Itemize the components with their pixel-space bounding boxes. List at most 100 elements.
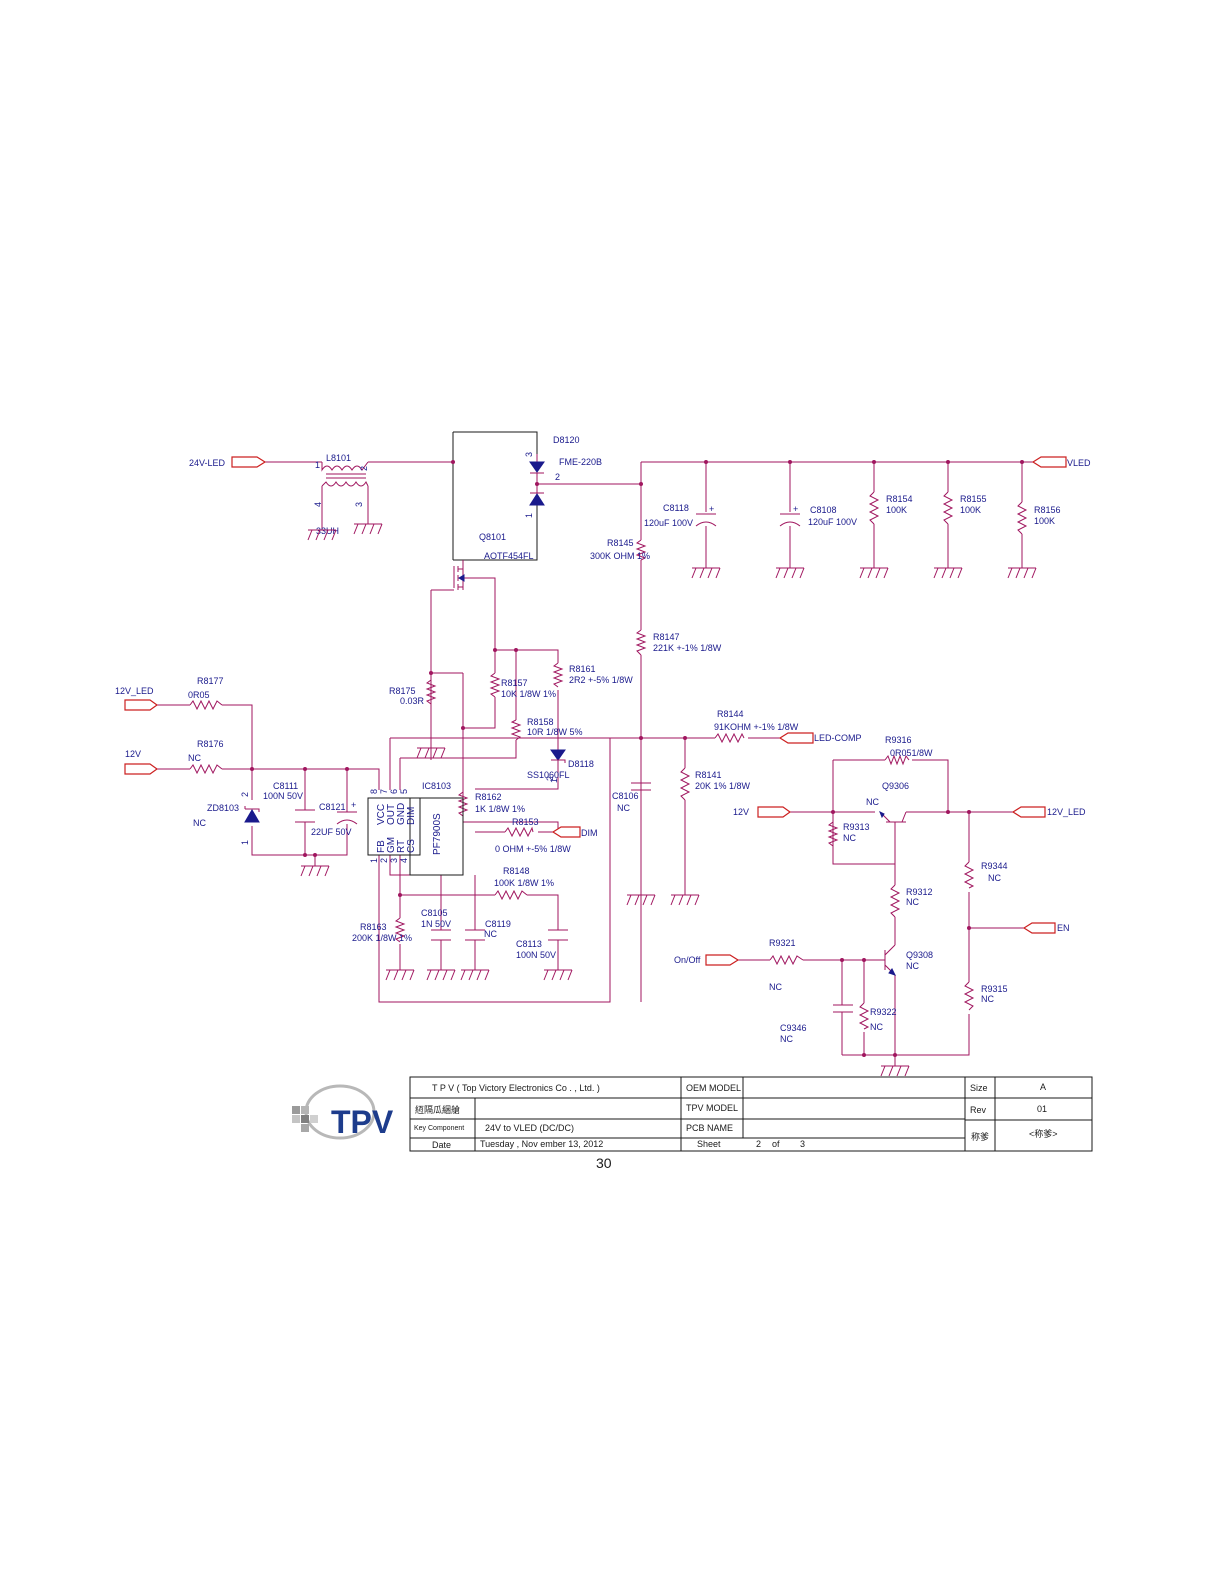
rev-label: Rev [970,1105,987,1115]
value: NC [870,1022,883,1032]
svg-text:+: + [709,504,714,514]
ref: R9344 [981,861,1008,871]
resistor-r8177: R8177 0R05 [188,676,224,711]
ref: R8154 [886,494,913,504]
resistor-r8163: R8163 200K 1/8W 1% [352,917,412,943]
value: 300K OHM 1% [590,551,650,561]
value: 91KOHM +-1% 1/8W [714,722,799,732]
value: 0R051/8W [890,748,933,758]
oem-model-label: OEM MODEL [686,1083,741,1093]
port-dim[interactable]: DIM [551,826,598,838]
cn-label: 称爹 [971,1131,989,1142]
resistor-r9344: R9344 NC [963,861,1008,889]
ground-symbols [300,523,1037,1077]
capacitor-c8119: C8119 NC [465,919,511,941]
capacitor-c8111: C8111 100N 50V [263,781,315,823]
pin-num-7: 7 [379,789,389,794]
resistor-r8145: R8145 300K OHM 1% [590,538,650,561]
value: 10K 1/8W 1% [501,689,556,699]
ref: C8118 [663,503,689,513]
capacitor-c8108: + C8108 120uF 100V [779,504,857,527]
resistor-r8162: R8162 1K 1/8W 1% [457,791,525,817]
diode-d8118: D8118 SS1060FL 2 1 [527,749,594,783]
pin-gm: GM [386,837,397,853]
port-12v-led-in[interactable]: 12V_LED [115,686,159,711]
ref: L8101 [326,453,351,463]
ref: R8162 [475,792,502,802]
ref: R8155 [960,494,987,504]
resistor-r8155: R8155 100K [942,491,987,525]
ref: IC8103 [422,781,451,791]
ref: Q9306 [882,781,909,791]
pin-dim: DIM [406,807,417,825]
pin-vcc: VCC [376,804,387,825]
pcb-name-label: PCB NAME [686,1123,733,1133]
pin-num: 1 [240,840,250,845]
ref: R8176 [197,739,224,749]
value: NC [843,833,856,843]
value: 1N 50V [421,919,451,929]
value: 200K 1/8W 1% [352,933,412,943]
resistor-r8161: R8161 2R2 +-5% 1/8W [552,662,633,688]
transistor-q9308: Q9308 NC [880,944,933,976]
value: 120uF 100V [644,518,693,528]
value: 22UF 50V [311,827,352,837]
company-name: T P V ( Top Victory Electronics Co . , L… [432,1083,600,1093]
value: 120uF 100V [808,517,857,527]
resistor-r9322: R9322 NC [858,1002,897,1032]
value: 1K 1/8W 1% [475,804,525,814]
tpv-model-label: TPV MODEL [686,1103,738,1113]
value: NC [193,818,206,828]
pin-fb: FB [376,840,387,853]
port-label: 12V_LED [115,686,154,696]
ref: R9321 [769,938,796,948]
capacitor-c8113: C8113 100N 50V [516,929,568,960]
port-12v-q[interactable]: 12V [733,806,792,818]
value: NC [981,994,994,1004]
resistor-r9315: R9315 NC [963,981,1008,1011]
resistor-r8148: R8148 100K 1/8W 1% [494,866,554,901]
ref: D8120 [553,435,580,445]
pin-num-1: 1 [369,858,379,863]
port-en[interactable]: EN [1022,922,1070,934]
port-12v-led-out[interactable]: 12V_LED [1011,806,1086,818]
port-label: EN [1057,923,1070,933]
capacitor-c8105: C8105 1N 50V [421,908,451,941]
ref: D8118 [568,759,594,769]
pin-num-4: 4 [399,858,409,863]
sheet-total: 3 [800,1139,805,1149]
ref: C8106 [612,791,639,801]
value: 100K [960,505,981,515]
capacitor-c9346: C9346 NC [780,1004,853,1044]
ref: C8111 [273,781,298,791]
resistor-r8147: R8147 221K +-1% 1/8W [635,629,722,656]
port-label: LED-COMP [814,733,862,743]
port-led-comp[interactable]: LED-COMP [778,732,862,744]
value: 10R 1/8W 5% [527,727,583,737]
ref: R8145 [607,538,634,548]
port-24v-led[interactable]: 24V-LED [189,456,267,468]
port-vled[interactable]: VLED [1031,456,1091,468]
zener-zd8103: ZD8103 NC 2 1 [193,792,260,845]
port-12v-in[interactable]: 12V [124,749,159,775]
ref: R9316 [885,735,912,745]
title-block: T P V ( Top Victory Electronics Co . , L… [409,1076,1093,1152]
port-label: 24V-LED [189,458,226,468]
resistor-r8176: R8176 NC [188,739,224,775]
value: NC [866,797,879,807]
sheet-of: of [772,1139,780,1149]
cn-value: <称爹> [1029,1128,1058,1139]
resistor-r8144: R8144 91KOHM +-1% 1/8W [714,709,799,744]
ic-ic8103: IC8103 PF7900S FB GM RT CS VCC OUT GND D… [367,781,464,876]
resistor-r8156: R8156 100K [1016,501,1061,535]
pin-num: 4 [313,502,323,507]
value: NC [484,929,497,939]
ref: C8108 [810,505,837,515]
size-label: Size [970,1083,988,1093]
diode-d8120: D8120 FME-220B 2 3 1 [524,435,602,518]
logo-text: TPV [331,1104,394,1140]
port-onoff[interactable]: On/Off [674,954,740,966]
pin-num: 2 [240,792,250,797]
port-label: 12V [125,749,141,759]
pin-rt: RT [396,840,407,853]
